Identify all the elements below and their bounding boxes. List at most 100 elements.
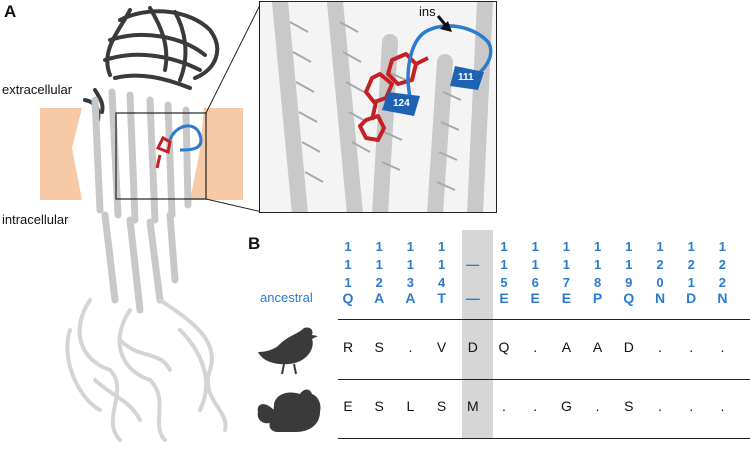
inserted-loop bbox=[406, 24, 493, 98]
alignment-cell: Q bbox=[498, 339, 510, 355]
alignment-cell: S bbox=[374, 398, 384, 414]
panel-a-label: A bbox=[4, 2, 17, 21]
alignment-cell: S bbox=[374, 339, 384, 355]
ancestral-residue: T bbox=[437, 290, 446, 306]
position-digit: 9 bbox=[625, 275, 633, 290]
position-digit: 2 bbox=[718, 275, 726, 290]
ancestral-residue: Q bbox=[623, 290, 635, 306]
alignment-cell: G bbox=[560, 398, 572, 414]
position-digit: 1 bbox=[718, 239, 726, 254]
ancestral-residue: — bbox=[465, 290, 480, 306]
alignment-cell: . bbox=[720, 398, 725, 414]
membrane-left bbox=[40, 108, 82, 200]
residue-111-helix bbox=[450, 66, 484, 90]
ancestral-residue: N bbox=[717, 290, 728, 306]
ancestral-residue: A bbox=[374, 290, 385, 306]
zoom-highlight-box bbox=[115, 112, 207, 200]
position-digit: — bbox=[466, 257, 480, 272]
zoom-structure bbox=[272, 2, 493, 212]
position-digit: 1 bbox=[562, 239, 570, 254]
position-digit: 1 bbox=[344, 275, 352, 290]
ancestral-residue: Q bbox=[342, 290, 354, 306]
table-divider-bottom bbox=[338, 438, 750, 439]
alignment-cell: D bbox=[467, 339, 478, 355]
protein-structure-illustration bbox=[40, 3, 260, 442]
position-digit: 1 bbox=[406, 239, 414, 254]
alignment-cell: R bbox=[342, 339, 354, 355]
alignment-cell: A bbox=[561, 339, 572, 355]
position-digit: 8 bbox=[593, 275, 602, 290]
position-digit: 1 bbox=[625, 257, 633, 272]
position-digit: 1 bbox=[375, 257, 383, 272]
alignment-cell: . bbox=[502, 398, 506, 414]
zoom-helices bbox=[272, 2, 493, 212]
position-digit: 1 bbox=[500, 239, 508, 254]
cytoplasmic-domain bbox=[65, 298, 228, 442]
alignment-cell: E bbox=[343, 398, 353, 414]
position-digit: 4 bbox=[437, 275, 446, 290]
position-digit: 1 bbox=[593, 239, 602, 254]
ancestral-residue: P bbox=[592, 290, 603, 306]
alignment-cell: . bbox=[689, 339, 694, 355]
zoom-inset: ins 111 124 bbox=[259, 1, 497, 213]
position-digit: 1 bbox=[500, 257, 508, 272]
extracellular-label: extracellular bbox=[2, 82, 73, 97]
intracellular-label: intracellular bbox=[2, 212, 69, 227]
table-divider-top bbox=[338, 319, 750, 320]
alignment-cell: . bbox=[533, 398, 538, 414]
ancestral-residue: E bbox=[530, 290, 540, 306]
position-digit: 1 bbox=[406, 257, 414, 272]
position-digit: 1 bbox=[593, 257, 602, 272]
position-digit: 7 bbox=[562, 275, 570, 290]
ancestral-label: ancestral bbox=[260, 290, 313, 305]
position-digit: 1 bbox=[375, 239, 383, 254]
ancestral-residue: D bbox=[686, 290, 697, 306]
alignment-cell: S bbox=[436, 398, 447, 414]
extracellular-domain bbox=[83, 6, 220, 122]
position-digit: 1 bbox=[531, 239, 539, 254]
alignment-cell: . bbox=[720, 339, 725, 355]
position-digit: 1 bbox=[562, 257, 570, 272]
alignment-cell: M bbox=[466, 398, 479, 414]
alignment-cell: A bbox=[592, 339, 603, 355]
position-digit: 2 bbox=[718, 257, 726, 272]
bird-silhouette-icon bbox=[258, 327, 318, 375]
panel-b-label: B bbox=[248, 234, 261, 253]
inserted-loop-small bbox=[168, 124, 203, 152]
alignment-cell: . bbox=[595, 398, 600, 414]
position-digit: 5 bbox=[500, 275, 508, 290]
insertion-column-shade bbox=[462, 230, 493, 439]
alignment-cell: V bbox=[436, 339, 447, 355]
ancestral-residue: A bbox=[405, 290, 416, 306]
insertion-label: ins bbox=[419, 4, 436, 19]
position-digit: 6 bbox=[531, 275, 539, 290]
ancestral-residue: E bbox=[499, 290, 509, 306]
position-digit: 1 bbox=[625, 239, 633, 254]
residue-124-helix bbox=[382, 92, 420, 116]
alignment-cell: D bbox=[623, 339, 634, 355]
alignment-cell: . bbox=[533, 339, 538, 355]
position-digit: 2 bbox=[656, 257, 664, 272]
chinchilla-silhouette-icon bbox=[257, 389, 321, 432]
position-digit: 1 bbox=[437, 257, 446, 272]
ancestral-residue: E bbox=[561, 290, 572, 306]
alignment-cell: . bbox=[658, 339, 662, 355]
position-digit: 0 bbox=[656, 275, 664, 290]
alignment-cell: S bbox=[624, 398, 634, 414]
position-digit: 1 bbox=[687, 275, 695, 290]
position-digit: 2 bbox=[375, 275, 383, 290]
ancestral-residue: N bbox=[654, 290, 666, 306]
position-digit: 1 bbox=[531, 257, 539, 272]
ligand-zoom bbox=[358, 52, 429, 142]
alignment-cell: L bbox=[406, 398, 415, 414]
residue-111-label: 111 bbox=[458, 72, 474, 83]
position-digit: 1 bbox=[344, 239, 352, 254]
position-digit: 1 bbox=[344, 257, 352, 272]
table-divider-middle bbox=[338, 379, 750, 380]
insertion-arrow-head bbox=[440, 21, 452, 32]
transmembrane-helices bbox=[91, 88, 192, 314]
position-digit: 1 bbox=[687, 239, 695, 254]
connector-line-bottom bbox=[205, 198, 260, 213]
ligand-small bbox=[155, 135, 172, 169]
